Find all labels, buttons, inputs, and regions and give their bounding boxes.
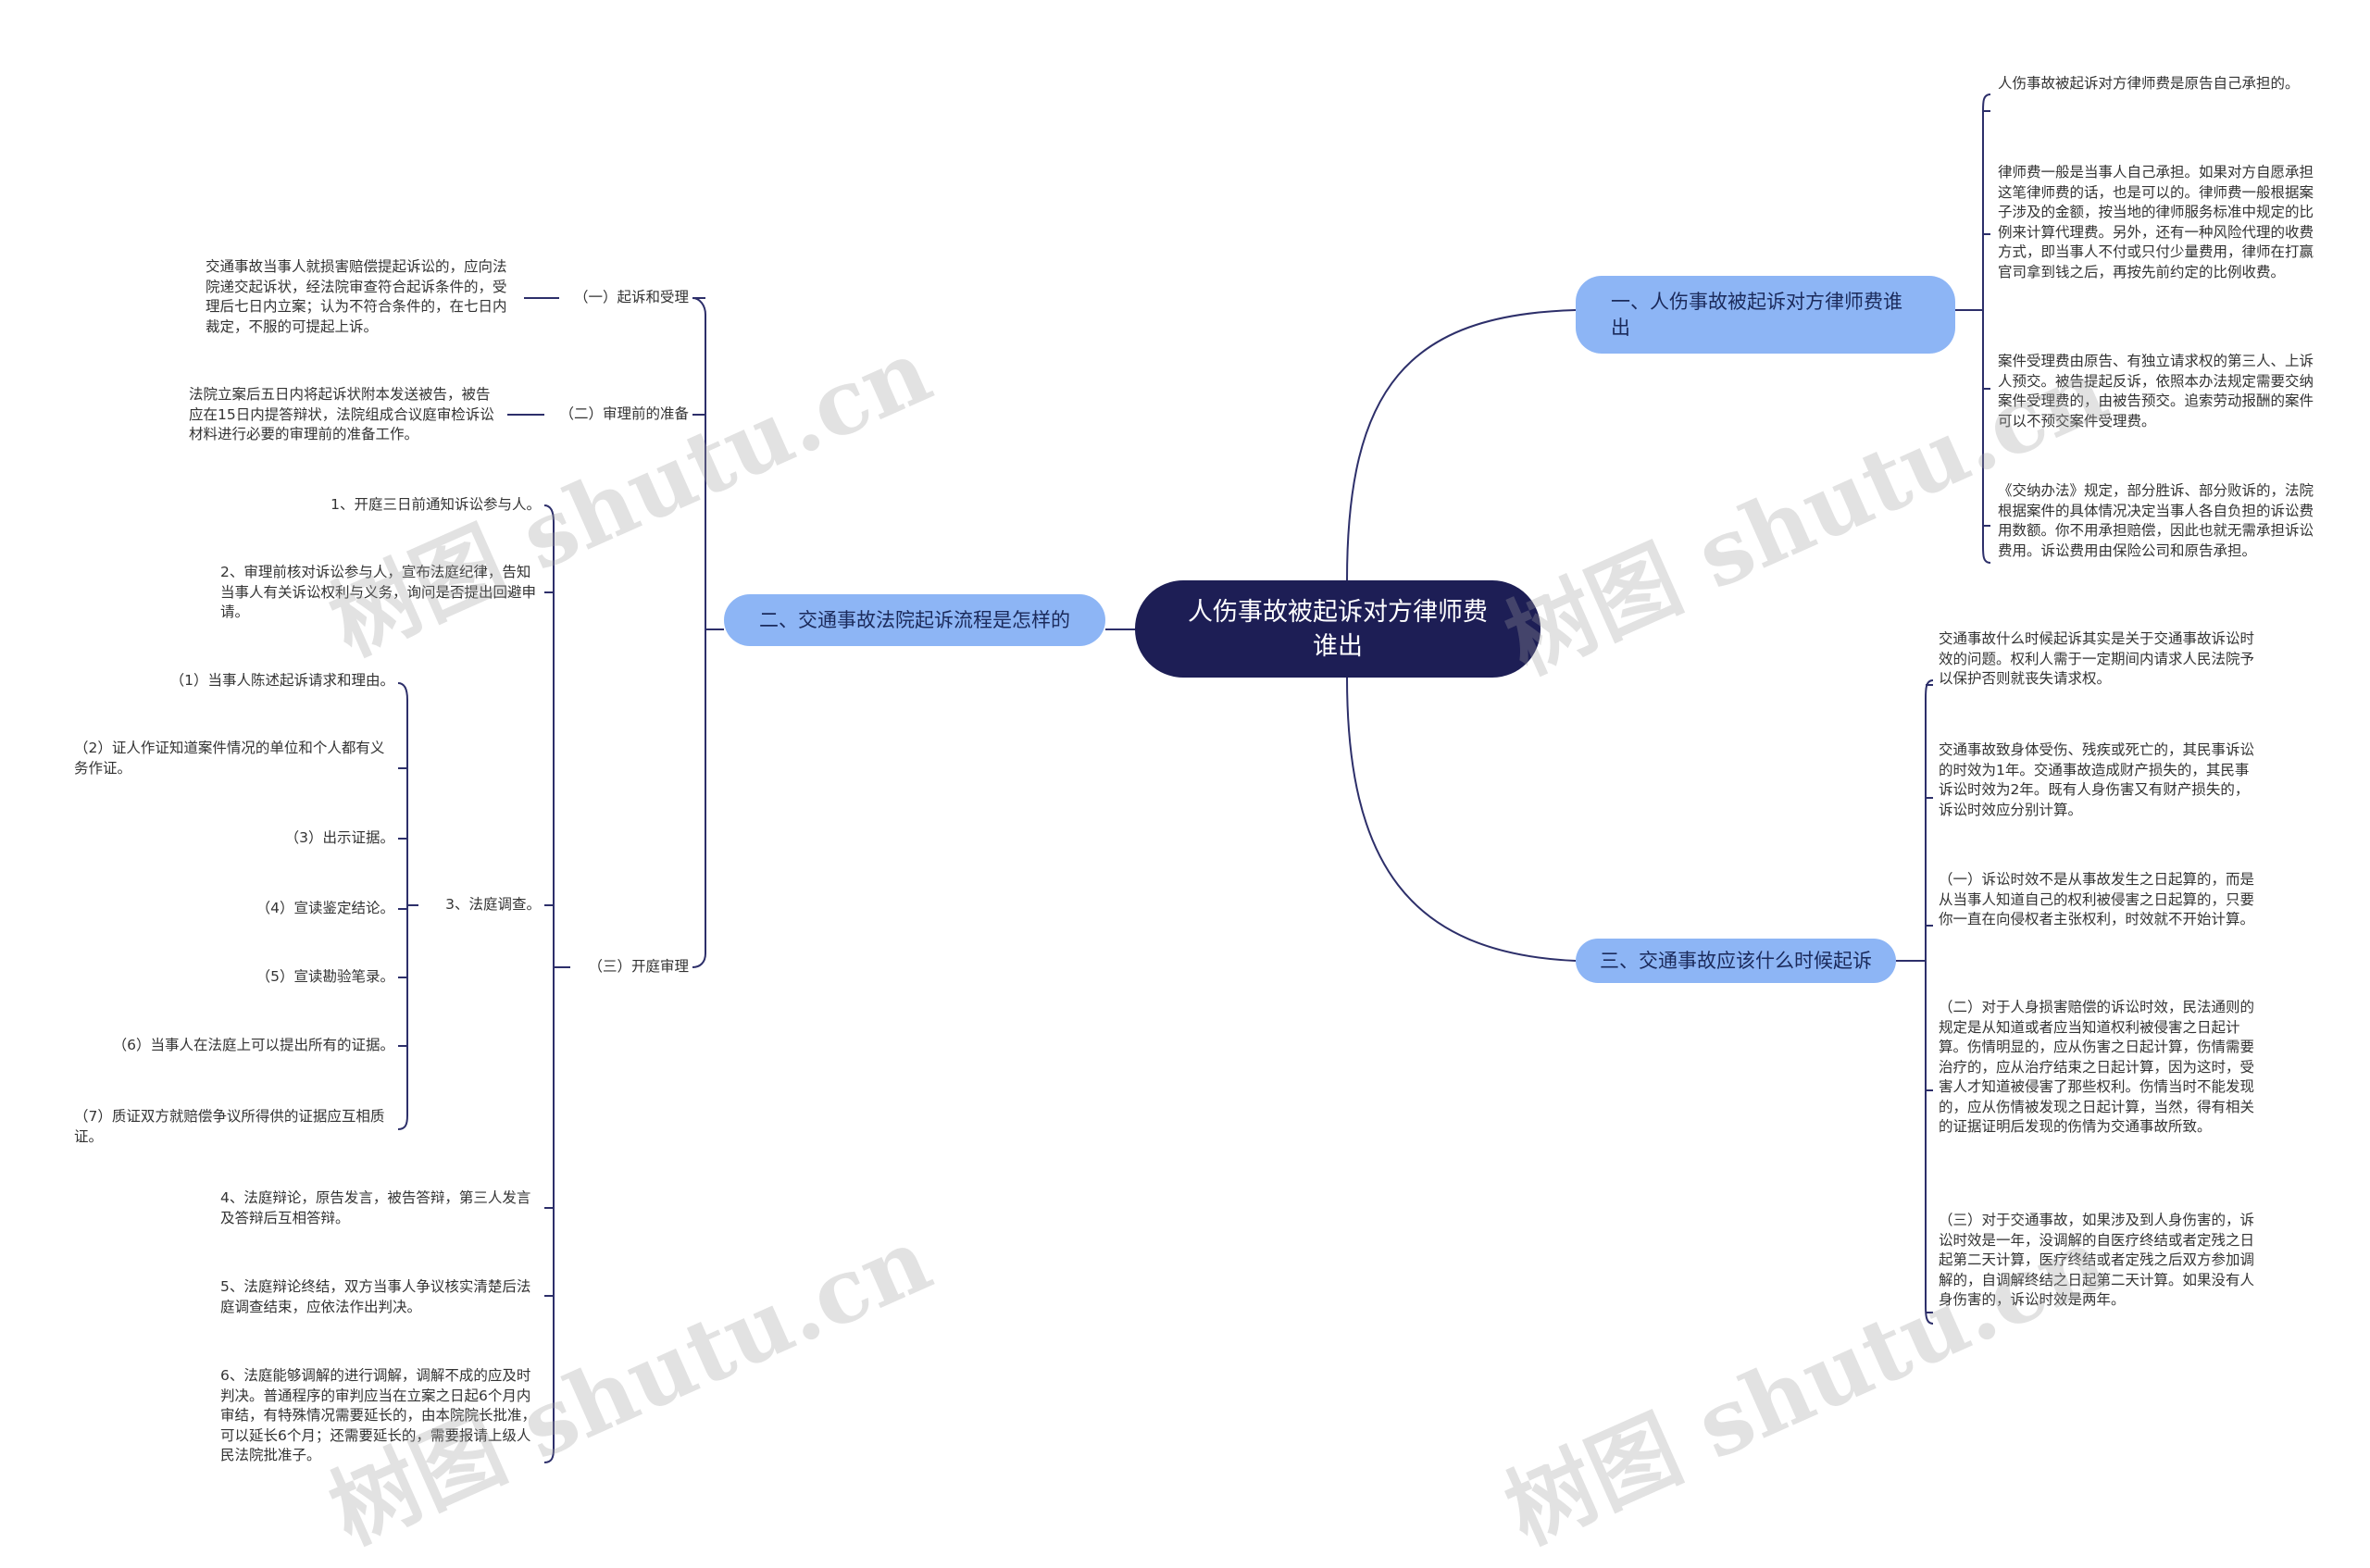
root-node[interactable]: 人伤事故被起诉对方律师费谁出 [1135, 580, 1540, 678]
b2-sub2-text: 法院立案后五日内将起诉状附本发送被告，被告应在15日内提答辩状，法院组成合议庭审… [189, 386, 494, 442]
investigation-6: （6）当事人在法庭上可以提出所有的证据。 [112, 1037, 394, 1053]
root-title: 人伤事故被起诉对方律师费谁出 [1188, 597, 1488, 661]
b2-sub2-label: （二）审理前的准备 [559, 405, 689, 422]
b2-sub3-item-2: 2、审理前核对诉讼参与人，宣布法庭纪律，告知当事人有关诉讼权利与义务，询问是否提… [220, 564, 537, 620]
b1-leaf-2: 律师费一般是当事人自己承担。如果对方自愿承担这笔律师费的话，也是可以的。律师费一… [1998, 164, 2314, 280]
investigation-2: （2）证人作证知道案件情况的单位和个人都有义务作证。 [74, 740, 385, 777]
b2-sub3-item-5: 5、法庭辩论终结，双方当事人争议核实清楚后法庭调查结束，应依法作出判决。 [220, 1278, 531, 1315]
b2-sub3-label: （三）开庭审理 [588, 958, 689, 975]
b3-leaf-3: （一）诉讼时效不是从事故发生之日起算的，而是从当事人知道自己的权利被侵害之日起算… [1939, 871, 2255, 927]
b2-sub1-text: 交通事故当事人就损害赔偿提起诉讼的，应向法院递交起诉状，经法院审查符合起诉条件的… [206, 258, 507, 335]
b2-sub3-item-4: 4、法庭辩论，原告发言，被告答辩，第三人发言及答辩后互相答辩。 [220, 1189, 531, 1226]
investigation-4: （4）宣读鉴定结论。 [256, 900, 394, 916]
investigation-5: （5）宣读勘验笔录。 [256, 968, 394, 985]
b3-leaf-4: （二）对于人身损害赔偿的诉讼时效，民法通则的规定是从知道或者应当知道权利被侵害之… [1939, 999, 2255, 1135]
b1-leaf-4: 《交纳办法》规定，部分胜诉、部分败诉的，法院根据案件的具体情况决定当事人各自负担… [1998, 482, 2314, 559]
branch-3-title: 三、交通事故应该什么时候起诉 [1600, 950, 1872, 972]
branch-node-1[interactable]: 一、人伤事故被起诉对方律师费谁出 [1576, 276, 1955, 354]
b1-leaf-3: 案件受理费由原告、有独立请求权的第三人、上诉人预交。被告提起反诉，依照本办法规定… [1998, 353, 2314, 429]
b3-leaf-2: 交通事故致身体受伤、残疾或死亡的，其民事诉讼的时效为1年。交通事故造成财产损失的… [1939, 741, 2255, 818]
branch-node-2[interactable]: 二、交通事故法院起诉流程是怎样的 [724, 594, 1105, 646]
investigation-1: （1）当事人陈述起诉请求和理由。 [169, 672, 394, 689]
b2-sub1-label: （一）起诉和受理 [573, 289, 689, 305]
b2-sub3-item-3: 3、法庭调查。 [445, 896, 541, 913]
b1-leaf-1: 人伤事故被起诉对方律师费是原告自己承担的。 [1998, 75, 2300, 92]
b3-leaf-5: （三）对于交通事故，如果涉及到人身伤害的，诉讼时效是一年，没调解的自医疗终结或者… [1939, 1212, 2255, 1308]
branch-2-title: 二、交通事故法院起诉流程是怎样的 [759, 609, 1070, 631]
b2-sub3-item-6: 6、法庭能够调解的进行调解，调解不成的应及时判决。普通程序的审判应当在立案之日起… [220, 1367, 537, 1463]
branch-1-title: 一、人伤事故被起诉对方律师费谁出 [1611, 291, 1902, 339]
branch-node-3[interactable]: 三、交通事故应该什么时候起诉 [1576, 939, 1896, 983]
investigation-3: （3）出示证据。 [284, 829, 394, 846]
investigation-7: （7）质证双方就赔偿争议所得供的证据应互相质证。 [74, 1108, 385, 1145]
b3-leaf-1: 交通事故什么时候起诉其实是关于交通事故诉讼时效的问题。权利人需于一定期间内请求人… [1939, 630, 2255, 687]
b2-sub3-item-1: 1、开庭三日前通知诉讼参与人。 [331, 496, 541, 513]
